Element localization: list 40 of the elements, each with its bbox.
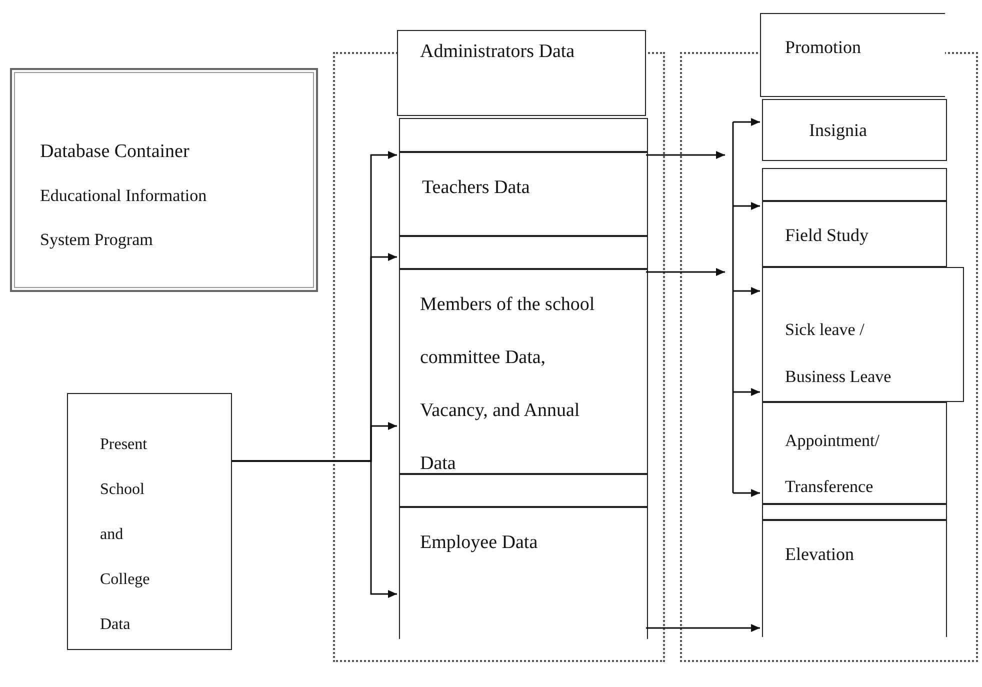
spacer-box — [399, 236, 648, 269]
spacer-box — [399, 118, 648, 152]
container-box — [10, 68, 318, 292]
box-label: Field Study — [785, 224, 870, 247]
dotted-group-frame — [680, 52, 978, 662]
box-label: Appointment/ Transference — [785, 430, 880, 498]
spacer-box — [762, 504, 947, 520]
box-label: Promotion — [785, 36, 862, 59]
arrow — [733, 118, 760, 126]
process-box — [762, 201, 947, 267]
process-box — [399, 152, 648, 236]
box-label: Employee Data — [420, 531, 539, 555]
box-label: Insignia — [809, 119, 868, 142]
arrow — [232, 460, 397, 598]
box-label: Administrators Data — [420, 40, 576, 64]
box-label: Present School and College Data — [100, 435, 151, 635]
spacer-box — [399, 474, 648, 507]
spacer-box — [762, 168, 947, 201]
process-box — [760, 13, 945, 97]
arrow — [646, 624, 760, 632]
box-label: Teachers Data — [422, 176, 531, 200]
arrow — [646, 151, 725, 159]
process-box — [399, 269, 648, 474]
process-box — [762, 99, 947, 161]
process-box — [762, 520, 947, 637]
box-label: Elevation — [785, 543, 855, 566]
box-label: Sick leave / Business Leave — [785, 319, 892, 388]
box-label: Educational Information System Program — [40, 185, 208, 251]
process-box — [762, 402, 947, 504]
arrow — [646, 268, 725, 276]
arrow — [733, 202, 760, 210]
heading-text: Database Container — [40, 140, 190, 164]
process-box — [397, 30, 646, 116]
arrow — [733, 287, 760, 295]
process-box — [762, 267, 964, 402]
process-box — [67, 393, 232, 650]
process-box — [399, 507, 648, 639]
arrow — [733, 489, 760, 497]
arrow — [733, 388, 760, 396]
box-label: Members of the school committee Data, Vacancy, and Annual Data — [420, 293, 596, 476]
